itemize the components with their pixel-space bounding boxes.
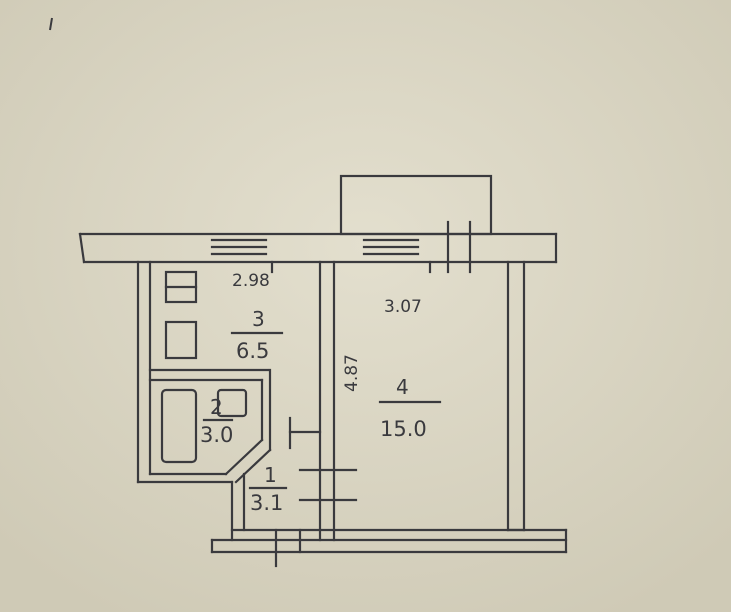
room-4-number: 4 bbox=[396, 375, 409, 399]
hall-diagonal-wall-inner bbox=[234, 448, 272, 484]
room-2-area: 3.0 bbox=[200, 423, 233, 447]
room-1-number: 1 bbox=[264, 463, 277, 487]
bathtub bbox=[160, 388, 198, 464]
room-4-area: 15.0 bbox=[380, 417, 427, 441]
dim-room-length: 4.87 bbox=[342, 354, 362, 392]
room-3-area: 6.5 bbox=[236, 339, 269, 363]
window-kitchen bbox=[210, 238, 268, 256]
room-2-number: 2 bbox=[210, 395, 223, 419]
dim-kitchen-width: 2.98 bbox=[232, 271, 270, 291]
pencil-mark bbox=[49, 17, 53, 31]
dim-room-width: 3.07 bbox=[384, 297, 422, 317]
window-room bbox=[362, 238, 420, 256]
room-3-number: 3 bbox=[252, 307, 265, 331]
room-1-area: 3.1 bbox=[250, 491, 283, 515]
top-wall-end-left bbox=[78, 232, 86, 264]
kitchen-sink bbox=[164, 320, 198, 360]
hall-diagonal-wall bbox=[224, 438, 264, 476]
bath-sink bbox=[216, 388, 248, 418]
